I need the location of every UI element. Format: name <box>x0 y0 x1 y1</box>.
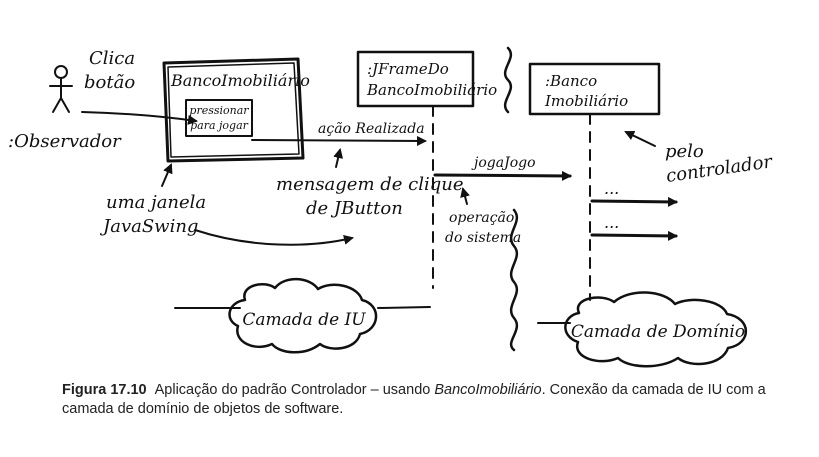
click-label-line2: botão <box>84 72 135 93</box>
layer-boundary-line <box>503 46 519 352</box>
javaswing-pointer-arrow <box>161 163 173 187</box>
system-op-line2: do sistema <box>445 230 521 246</box>
javaswing-to-message-arrow <box>194 229 354 246</box>
figure-caption: Figura 17.10 Aplicação do padrão Controla… <box>62 381 782 419</box>
click-arrow <box>81 111 198 125</box>
caption-label: Figura 17.10 <box>62 382 147 398</box>
ellipsis-2: ... <box>604 213 619 232</box>
jogajogo-arrow <box>433 170 572 181</box>
delegation-arrow-2 <box>590 230 678 241</box>
jframe-label-line1: :JFrameDo <box>367 60 449 78</box>
caption-text-after: . Conexão da camada de IU com a camada d… <box>62 382 766 417</box>
caption-text-before: Aplicação do padrão Controlador – usando <box>154 382 435 398</box>
ui-window-box <box>162 57 305 163</box>
click-message-pointer-arrow <box>333 148 344 168</box>
domain-layer-label: Camada de Domínio <box>571 322 745 342</box>
ui-layer-label: Camada de IU <box>242 310 366 330</box>
controller-label-line1: pelo <box>665 141 704 162</box>
domain-object-line2: Imobiliário <box>544 92 628 110</box>
window-title: BancoImobiliário <box>170 71 310 90</box>
domain-object-box <box>528 62 661 116</box>
click-label-line1: Clica <box>89 48 135 69</box>
domain-layer-cloud <box>564 291 747 368</box>
click-message-line2: de JButton <box>306 198 403 219</box>
click-message-line1: mensagem de clique <box>276 174 464 195</box>
delegation-arrow-1 <box>590 196 678 207</box>
domain-object-line1: :Banco <box>545 72 597 90</box>
action-label: ação Realizada <box>318 121 425 137</box>
ellipsis-1: ... <box>604 179 619 198</box>
jframe-box <box>356 50 475 108</box>
caption-text-em: BancoImobiliário <box>434 382 542 398</box>
jframe-label-line2: BancoImobiliário <box>366 81 497 99</box>
system-op-line1: operação <box>449 210 514 226</box>
system-op-pointer-arrow <box>460 187 470 205</box>
action-performed-arrow <box>251 135 427 146</box>
ui-layer-cloud <box>228 277 378 354</box>
button-label-line1: pressionar <box>189 104 249 117</box>
actor-stick-figure <box>49 65 73 113</box>
button-label-line2: para jogar <box>190 119 249 132</box>
controller-pointer-arrow <box>624 130 656 147</box>
jogajogo-label: jogaJogo <box>471 155 536 171</box>
javaswing-label-line1: uma janela <box>106 192 206 213</box>
play-button <box>185 99 253 137</box>
ui-layer-line-right <box>377 306 431 309</box>
javaswing-label-line2: JavaSwing <box>99 216 198 237</box>
actor-label: :Observador <box>8 131 122 152</box>
